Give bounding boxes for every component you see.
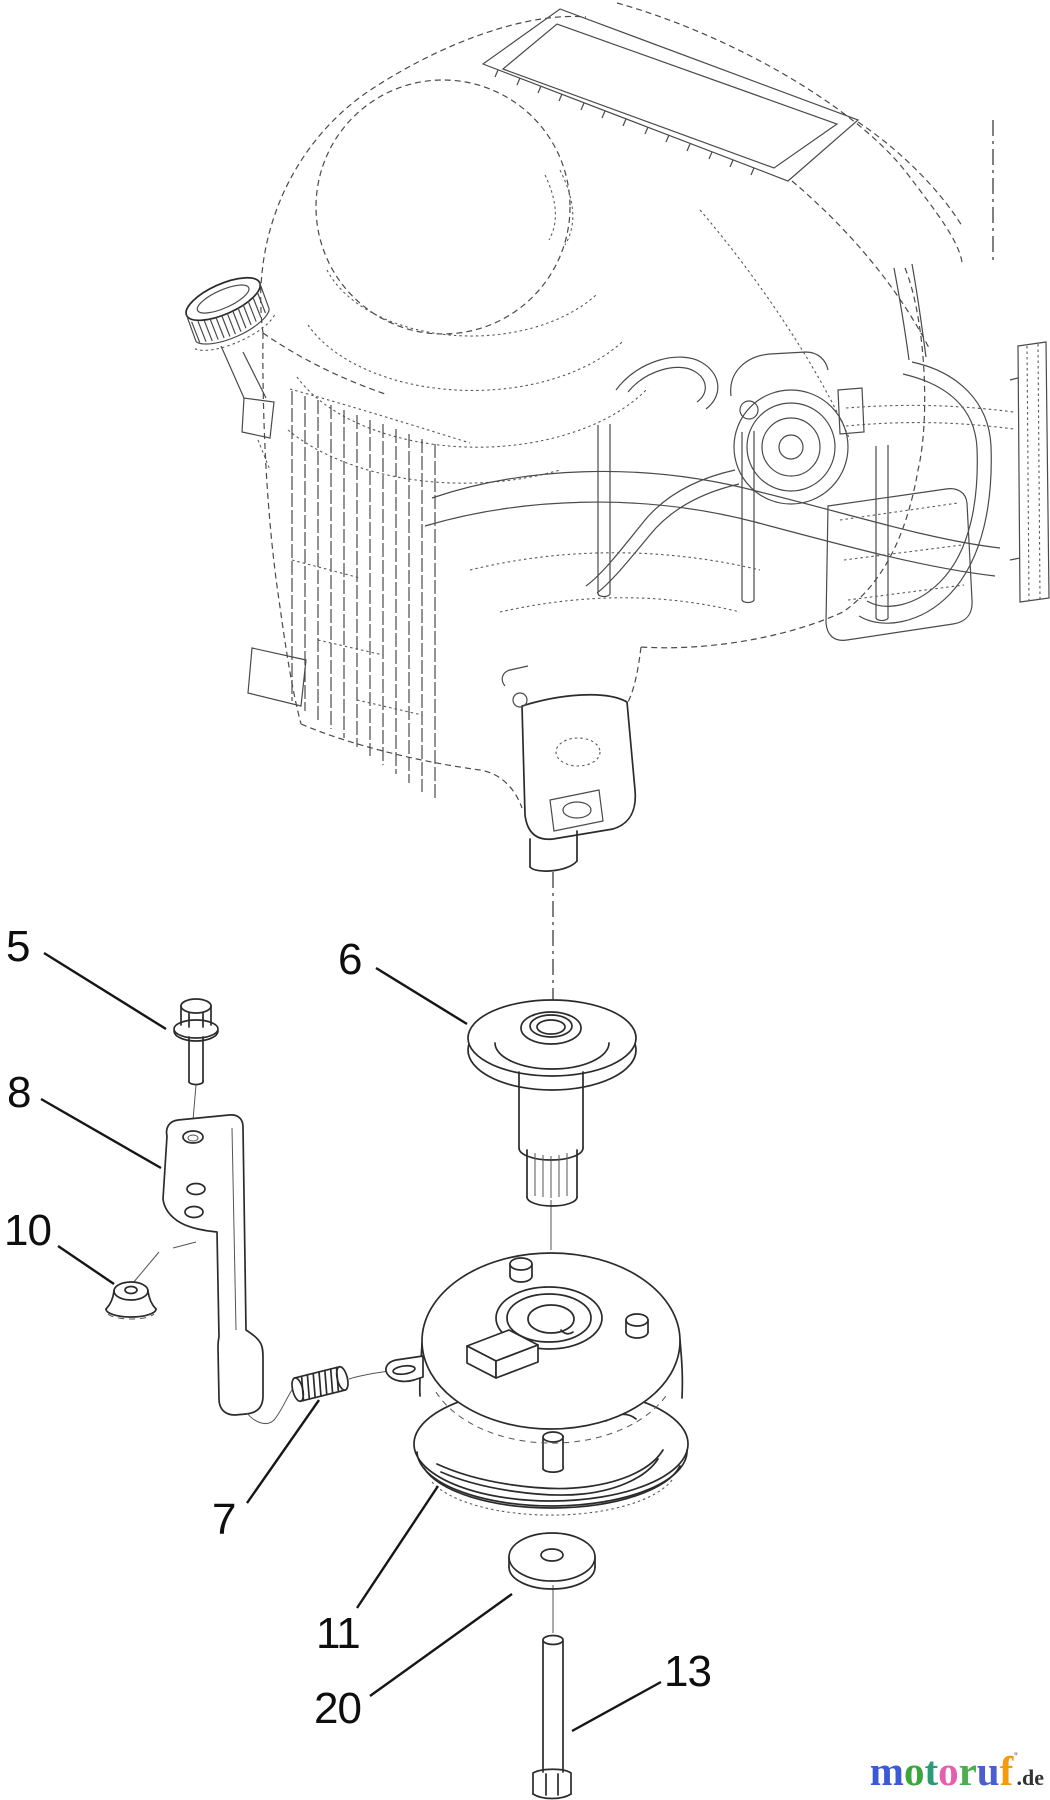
fuel-pump (730, 351, 865, 505)
callout-label-10: 10 (4, 1206, 52, 1255)
flywheel-dome (315, 79, 571, 335)
logo-trademark-marks: '' (1013, 1749, 1018, 1764)
callout-label-5: 5 (6, 922, 31, 971)
leader-lines (40, 951, 662, 1733)
electric-clutch-drawing (385, 1252, 689, 1516)
crankcase-boss (501, 665, 637, 841)
callout-label-13: 13 (664, 1647, 712, 1696)
crankshaft-stub (529, 830, 578, 872)
logo-letter: o (903, 1748, 925, 1794)
extension-spring-drawing (291, 1365, 390, 1403)
logo-domain-suffix: .de (1016, 1765, 1045, 1790)
logo-letter: o (938, 1748, 959, 1794)
cooling-fins (247, 388, 471, 801)
callout-label-11: 11 (316, 1609, 361, 1658)
logo-letter: f (999, 1748, 1014, 1794)
logo-letter: u (976, 1748, 1000, 1794)
washer-drawing (508, 1532, 596, 1590)
alignment-lines (132, 872, 554, 1633)
callout-label-6: 6 (338, 935, 363, 984)
logo-letter: t (924, 1748, 939, 1794)
push-cap-drawing (105, 1281, 157, 1320)
air-cleaner-cover (481, 8, 860, 182)
callout-label-8: 8 (7, 1068, 32, 1117)
flange-bolt-drawing (173, 998, 219, 1086)
pulley-spacer-drawing (467, 999, 637, 1207)
logo-letter: r (958, 1748, 977, 1794)
engine-assembly-drawing (185, 2, 1050, 872)
oil-fill-cap (185, 276, 276, 471)
logo-letter: m (869, 1748, 904, 1794)
callout-label-20: 20 (314, 1684, 362, 1733)
motoruf-watermark-logo: motoruf''.de (870, 1750, 1044, 1792)
clutch-bolt-drawing (532, 1634, 572, 1800)
clutch-anchor-bracket-drawing (162, 1114, 293, 1424)
callout-label-7: 7 (212, 1495, 237, 1544)
right-heat-shield (1009, 341, 1050, 603)
